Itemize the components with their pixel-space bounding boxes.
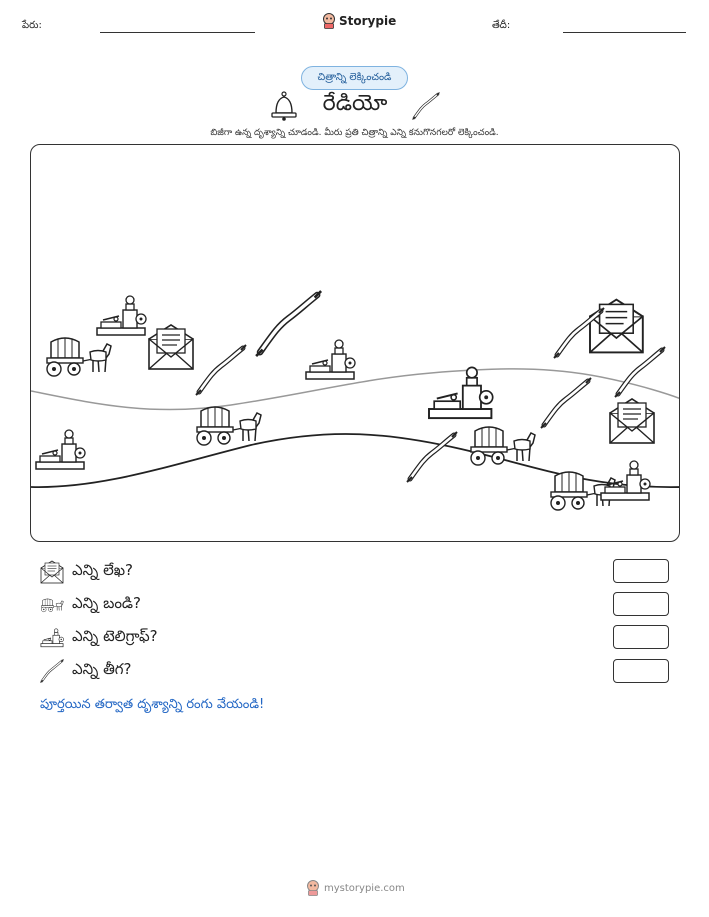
counting-scene [30, 144, 680, 542]
wagon-icon [41, 598, 64, 613]
answer-box-telegraph[interactable] [613, 625, 669, 649]
telegraph-icon [35, 429, 86, 470]
answer-box-wagon[interactable] [613, 592, 669, 616]
name-label: పేరు: [22, 20, 42, 31]
envelope-icon [148, 324, 194, 370]
hill-line-back [31, 368, 679, 411]
telegraph-icon [428, 366, 494, 420]
question-wire: ఎన్ని తీగ? [40, 659, 132, 683]
wagon-icon [196, 406, 262, 446]
color-instruction: పూర్తయిన తర్వాత దృశ్యాన్ని రంగు వేయండి! [40, 697, 265, 712]
envelope-icon [609, 398, 655, 444]
wagon-icon [470, 426, 536, 466]
wire-icon [256, 291, 321, 356]
brand-name: Storypie [339, 14, 397, 28]
answer-box-wire[interactable] [613, 659, 669, 683]
question-envelope: ఎన్ని లేఖ? [40, 560, 133, 584]
footer: mystorypie.com [306, 880, 405, 896]
mascot-icon [307, 880, 319, 896]
wire-title-icon [412, 91, 440, 121]
footer-url[interactable]: mystorypie.com [324, 882, 405, 894]
question-text: ఎన్ని తీగ? [72, 660, 132, 678]
wire-icon [541, 378, 591, 428]
question-text: ఎన్ని బండి? [72, 594, 141, 612]
activity-badge: చిత్రాన్ని లెక్కించండి [301, 66, 408, 90]
wire-icon [615, 347, 665, 397]
question-text: ఎన్ని టెలిగ్రాఫ్? [72, 627, 158, 645]
question-text: ఎన్ని లేఖ? [72, 561, 133, 579]
telegraph-icon [96, 295, 147, 336]
instructions: బిజీగా ఉన్న దృశ్యాన్ని చూడండి. మీరు ప్రత… [210, 128, 499, 138]
wire-icon [196, 345, 246, 395]
page-title: రేడియో [322, 91, 388, 116]
name-field[interactable] [100, 32, 255, 33]
envelope-icon [40, 560, 64, 584]
telegraph-icon [40, 628, 64, 648]
date-field[interactable] [563, 32, 686, 33]
question-wagon: ఎన్ని బండి? [40, 593, 141, 617]
title-row: రేడియో [270, 90, 440, 122]
telegraph-icon [600, 460, 651, 501]
mascot-icon [323, 13, 335, 29]
envelope-icon [589, 298, 644, 354]
date-label: తేదీ: [492, 20, 511, 31]
telegraph-icon [305, 339, 356, 380]
wagon-icon [46, 337, 112, 377]
brand-logo: Storypie [322, 13, 396, 29]
question-telegraph: ఎన్ని టెలిగ్రాఫ్? [40, 626, 158, 650]
wire-icon [40, 659, 64, 683]
answer-box-envelope[interactable] [613, 559, 669, 583]
bell-icon [271, 91, 297, 121]
